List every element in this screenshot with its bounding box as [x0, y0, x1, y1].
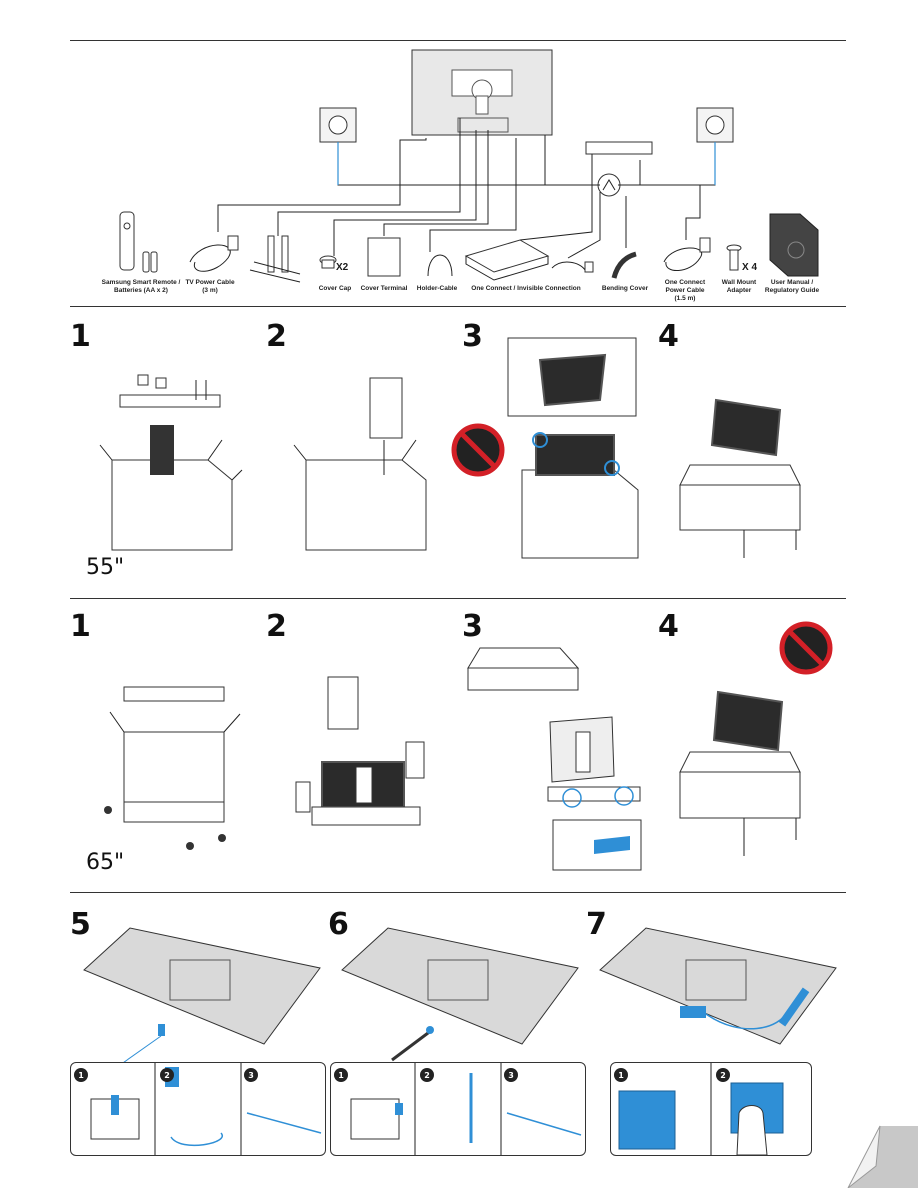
label-cover-terminal: Cover Terminal	[360, 285, 408, 292]
inset-7-num-2: 2	[720, 1071, 726, 1080]
illustration-65	[104, 621, 833, 871]
label-manual: User Manual / Regulatory Guide	[764, 279, 820, 294]
step-5: 5	[70, 907, 91, 942]
size-label-55: 55"	[86, 555, 125, 580]
tv-box-55-3	[507, 337, 639, 559]
step-65-3: 3	[462, 609, 483, 644]
step-7: 7	[586, 907, 607, 942]
one-connect-box-icon	[464, 239, 550, 281]
label-one-connect: One Connect / Invisible Connection	[471, 285, 581, 292]
label-power-cable: TV Power Cable (3 m)	[185, 279, 235, 294]
remote-icon	[119, 211, 158, 273]
cover-cap-qty: X2	[336, 262, 349, 273]
page-curl	[847, 1125, 918, 1188]
wall-mount-qty: X 4	[742, 262, 758, 273]
accessory-diagram	[119, 49, 819, 283]
step-65-4: 4	[658, 609, 679, 644]
step-55-4: 4	[658, 319, 679, 354]
wall-socket-right	[696, 107, 734, 143]
label-cover-cap: Cover Cap	[318, 285, 352, 292]
cover-terminal-icon	[367, 237, 401, 277]
inset-6-num-3: 3	[508, 1071, 514, 1080]
tv-back-7	[599, 927, 837, 1045]
manual-icon	[769, 213, 819, 277]
inset-5-num-2: 2	[164, 1071, 170, 1080]
label-wall-mount: Wall Mount Adapter	[721, 279, 757, 294]
step-55-2: 2	[266, 319, 287, 354]
step-55-1: 1	[70, 319, 91, 354]
label-bending-cover: Bending Cover	[601, 285, 649, 292]
illustration-cables	[83, 927, 837, 1066]
inset-5-num-1: 1	[78, 1071, 84, 1080]
rule-2	[70, 306, 846, 307]
box-65-2	[295, 676, 425, 826]
box-65-1	[104, 686, 241, 850]
label-remote: Samsung Smart Remote / Batteries (AA x 2…	[101, 279, 181, 294]
prohibit-icon-65	[779, 621, 833, 675]
oc-power-cable-icon	[663, 237, 711, 271]
invisible-connection-icon	[551, 261, 594, 273]
tv-back-5	[83, 927, 321, 1066]
cover-cap-icon	[319, 255, 337, 269]
stand-icon	[249, 235, 301, 283]
size-label-65: 65"	[86, 850, 125, 875]
step-6: 6	[328, 907, 349, 942]
bending-cover-icon	[611, 251, 637, 279]
inset-step-5: 1 2 3	[70, 1062, 326, 1156]
scene-65-3	[467, 647, 642, 871]
wall-mount-adapter-icon	[726, 244, 742, 271]
inset-5-num-3: 3	[248, 1071, 254, 1080]
label-oc-power-cable: One Connect Power Cable (1.5 m)	[664, 279, 706, 302]
step-65-1: 1	[70, 609, 91, 644]
tv-back-6	[341, 927, 579, 1062]
table-55-4	[679, 398, 801, 558]
label-holder-cable: Holder-Cable	[416, 285, 458, 292]
inset-6-num-1: 1	[338, 1071, 344, 1080]
illustration-55	[99, 337, 801, 559]
rule-3	[70, 598, 846, 599]
step-55-3: 3	[462, 319, 483, 354]
rule-4	[70, 892, 846, 893]
top-rule	[70, 40, 846, 41]
holder-cable-icon	[427, 254, 453, 277]
power-cable-icon	[189, 235, 239, 272]
inset-step-7: 1 2	[610, 1062, 812, 1156]
prohibit-icon-55	[451, 423, 505, 477]
inset-6-num-2: 2	[424, 1071, 430, 1080]
inset-step-6: 1 2 3	[330, 1062, 586, 1156]
box-55-1	[99, 374, 243, 551]
step-65-2: 2	[266, 609, 287, 644]
inset-7-num-1: 1	[618, 1071, 624, 1080]
wall-socket-left	[319, 107, 357, 143]
table-65-4	[679, 690, 801, 856]
box-55-2	[293, 377, 427, 551]
